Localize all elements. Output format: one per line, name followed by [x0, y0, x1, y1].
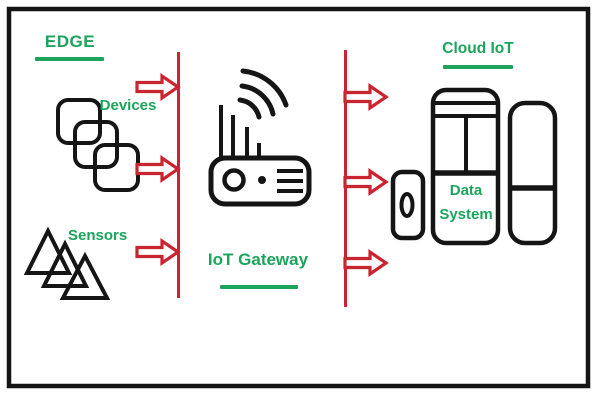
cloud-section-title: Cloud IoT [442, 40, 514, 57]
sensor-triangle-3 [59, 251, 111, 300]
server-tall-unit [507, 100, 558, 246]
arrow-devices-bottom-icon [135, 154, 181, 184]
router-led-large [222, 168, 246, 192]
gateway-section-title: IoT Gateway [207, 250, 309, 269]
server-small-unit-slot [399, 192, 415, 218]
sensor-triangle-1 [23, 226, 73, 275]
data-system-line2: System [439, 206, 493, 223]
flow-arrows [135, 72, 389, 278]
data-system-line1: Data [449, 182, 483, 199]
edge-title-underline [35, 57, 104, 61]
arrow-cloud-middle-icon [343, 167, 389, 197]
arrow-cloud-bottom-icon [343, 248, 389, 278]
arrow-cloud-top-icon [343, 82, 389, 112]
gateway-router-icon [208, 68, 312, 207]
edge-section-title: EDGE [44, 32, 96, 51]
gateway-title-underline [220, 285, 298, 289]
arrow-devices-top-icon [135, 72, 181, 102]
cloud-title-underline [443, 65, 513, 69]
wifi-arc-middle [239, 83, 276, 117]
devices-label: Devices [99, 97, 157, 114]
server-cabinet [430, 87, 501, 246]
diagram-border [6, 6, 591, 389]
arrow-sensors-icon [135, 237, 181, 267]
router-led-small [258, 176, 266, 184]
cloud-servers-icon [390, 87, 558, 246]
data-system-label: Data System [431, 179, 501, 227]
wifi-arc-inner [237, 97, 262, 120]
wifi-arc-outer [240, 68, 289, 108]
sensors-icon [23, 226, 111, 300]
sensors-label: Sensors [68, 227, 128, 244]
sensor-triangle-2 [40, 239, 90, 288]
server-small-unit [390, 169, 426, 241]
